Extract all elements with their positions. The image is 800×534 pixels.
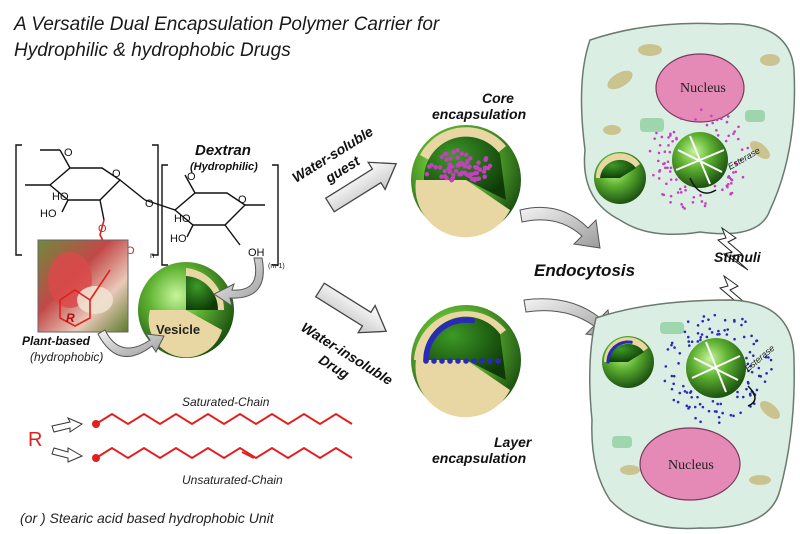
plant-r-label: R: [66, 311, 75, 325]
curved-arrow-icon: [97, 329, 165, 357]
vesicle-label: Vesicle: [156, 322, 200, 337]
curved-arrow-icon: [689, 177, 717, 194]
layer-encapsulation-vesicle: [411, 305, 521, 418]
released-drug-dots: [663, 313, 773, 424]
plant-photo: [37, 239, 129, 333]
arrow-right-icon: [314, 282, 388, 334]
stearic-footer: (or ) Stearic acid based hydrophobic Uni…: [20, 510, 275, 526]
stimuli-label: Stimuli: [714, 249, 762, 265]
layer-label: Layer: [494, 434, 533, 450]
title-line-1: A Versatile Dual Encapsulation Polymer C…: [13, 14, 440, 35]
unsaturated-chain-label: Unsaturated-Chain: [182, 473, 283, 487]
atom-oh: OH: [248, 247, 265, 259]
core-sublabel: encapsulation: [432, 106, 526, 122]
core-guest-dots: [424, 148, 493, 183]
lightning-icon: [716, 226, 749, 271]
title-line-2: Hydrophilic & hydrophobic Drugs: [14, 40, 291, 61]
atom-o: O: [187, 171, 196, 183]
nucleus-top-label: Nucleus: [680, 81, 726, 96]
core-label: Core: [482, 90, 514, 106]
curved-arrow-icon: [213, 257, 264, 308]
released-guest-dots: [648, 108, 750, 210]
layer-sublabel: encapsulation: [432, 450, 526, 466]
saturated-chain-label: Saturated-Chain: [182, 395, 270, 409]
cell-bottom: [589, 299, 795, 530]
dextran-structure: [15, 144, 279, 266]
atom-ho: HO: [170, 233, 187, 245]
dextran-sublabel: (Hydrophilic): [190, 161, 258, 173]
arrow-right-icon: [51, 447, 84, 463]
plant-sublabel: (hydrophobic): [30, 350, 103, 364]
arrow-right-icon: [324, 161, 398, 213]
atom-o: O: [112, 168, 121, 180]
dextran-label: Dextran: [195, 142, 251, 159]
cell-top: [580, 22, 796, 236]
atom-ho: HO: [40, 208, 57, 220]
chain-r-label: R: [28, 429, 42, 451]
curved-arrow-icon: [747, 385, 756, 407]
subscript-n: n: [150, 251, 154, 260]
atom-o: O: [145, 198, 154, 210]
arrow-right-icon: [51, 417, 84, 433]
nucleus-bottom-label: Nucleus: [668, 458, 714, 473]
saturated-chain: [95, 412, 353, 426]
dextran-atom-labels: O O O O O HO HO HO HO OH n (m-1): [40, 147, 285, 270]
atom-o-red: O: [98, 223, 107, 235]
atom-o: O: [238, 194, 247, 206]
layer-drug-dots: [423, 317, 501, 364]
organelles: [603, 44, 780, 159]
vesicle: [138, 262, 234, 358]
atom-o-red: O: [126, 245, 135, 257]
atom-ho: HO: [52, 191, 69, 203]
curved-arrow-icon: [519, 206, 601, 249]
nucleus: [655, 53, 745, 123]
core-encapsulation-vesicle: [411, 125, 521, 238]
endocytosis-label: Endocytosis: [534, 261, 635, 280]
plant-label: Plant-based: [22, 334, 91, 348]
atom-ho: HO: [174, 213, 191, 225]
subscript-m: (m-1): [268, 263, 285, 270]
atom-o: O: [64, 147, 73, 159]
unsaturated-chain: [95, 446, 353, 460]
nucleus: [639, 427, 741, 501]
double-bond: [241, 451, 255, 459]
organelles: [620, 401, 780, 485]
